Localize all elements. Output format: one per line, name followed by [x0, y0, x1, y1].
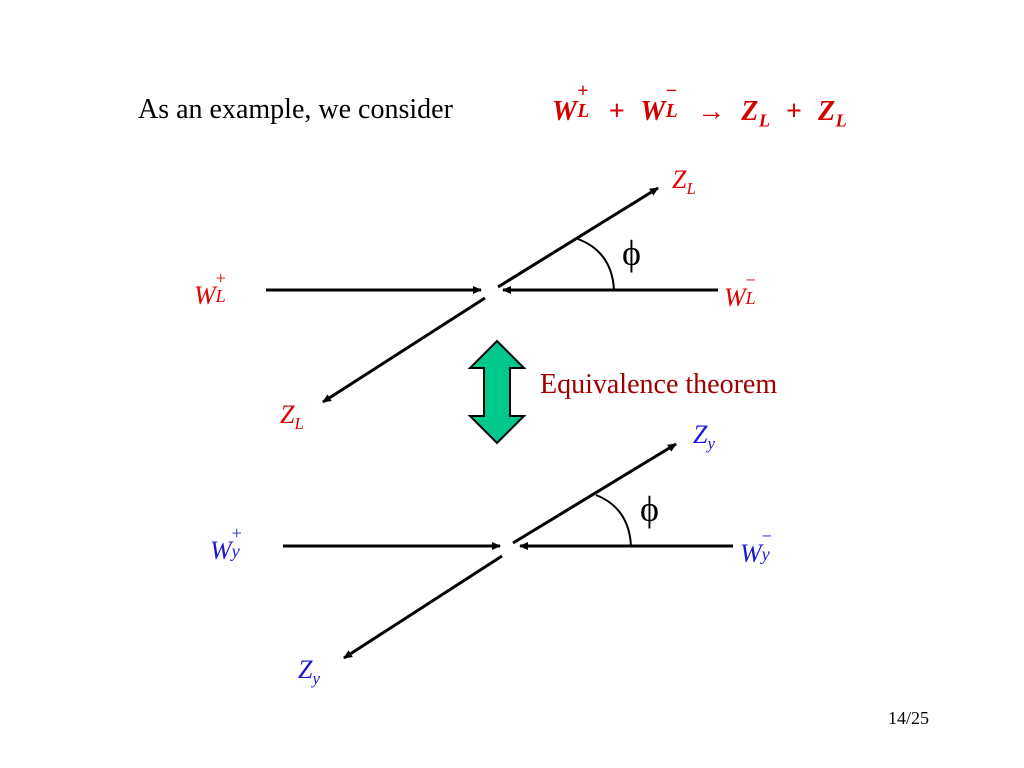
bottom-outgoing-upper-line — [512, 442, 677, 545]
top-wl-minus-label: W−L — [724, 270, 756, 312]
reaction-formula: W+L + W−L → ZL + ZL — [552, 81, 848, 131]
bottom-outgoing-lower-line — [343, 554, 503, 660]
reaction-rhs-term1: ZL — [741, 96, 771, 131]
reaction-lhs-term2: W−L — [640, 81, 679, 127]
bottom-angle-arc — [595, 494, 632, 547]
equivalence-theorem-label: Equivalence theorem — [540, 369, 778, 400]
top-angle-arc — [577, 238, 615, 291]
page-number: 14/25 — [888, 708, 930, 728]
top-wl-plus-label: W+L — [194, 268, 226, 310]
bottom-zy-lower-label: Zy — [298, 655, 320, 689]
bottom-wy-plus-label: W+y — [210, 523, 242, 565]
top-zl-lower-label: ZL — [280, 400, 304, 434]
top-zl-upper-label: ZL — [672, 165, 696, 199]
bottom-phi-symbol: ϕ — [640, 489, 659, 529]
bottom-zy-upper-label: Zy — [693, 420, 715, 454]
bottom-wy-minus-label: W−y — [740, 526, 772, 568]
intro-text: As an example, we consider — [138, 94, 453, 125]
equivalence-double-arrow — [467, 339, 527, 445]
top-phi-symbol: ϕ — [622, 233, 641, 273]
top-outgoing-upper-line — [497, 186, 659, 289]
top-outgoing-lower-line — [322, 296, 486, 404]
reaction-arrow: → — [697, 96, 726, 127]
reaction-lhs-term1: W+L — [552, 81, 590, 127]
bottom-diagram — [283, 442, 733, 660]
top-diagram — [266, 186, 718, 404]
reaction-rhs-term2: ZL — [817, 96, 848, 131]
